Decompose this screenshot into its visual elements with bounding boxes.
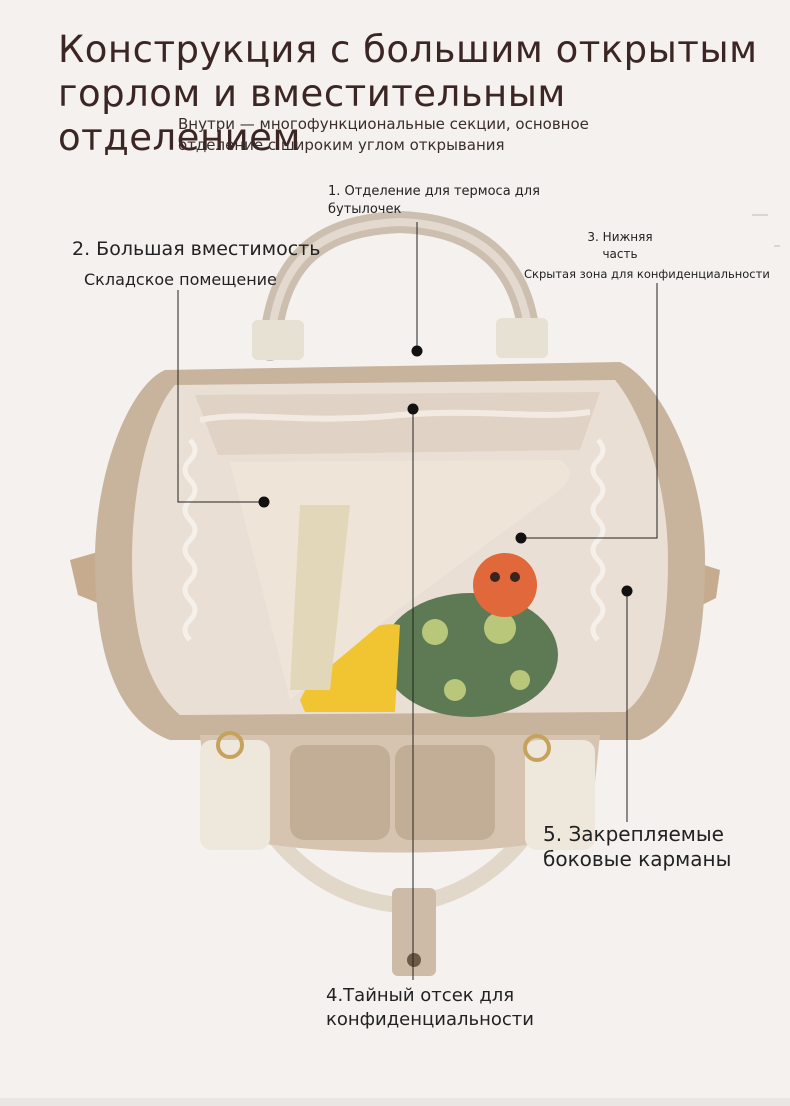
- subtitle-line-1: Внутри — многофункциональные секции, осн…: [178, 115, 589, 133]
- callout-dot-3: [515, 532, 527, 544]
- callout-1-label: 1. Отделение для термоса для бутылочек: [328, 183, 568, 219]
- callout-dot-5: [621, 585, 633, 597]
- callout-5-label: 5. Закрепляемые боковые карманы: [543, 822, 773, 872]
- page-title: Конструкция с большим открытым горлом и …: [58, 28, 778, 160]
- handle-tab-left: [252, 320, 304, 360]
- title-line-2: горлом и вместительным отделением: [58, 72, 566, 159]
- bottom-divider: [0, 1098, 790, 1106]
- callout-dot-1: [411, 345, 423, 357]
- yellow-toy: [300, 624, 400, 712]
- green-toy: [382, 593, 558, 717]
- front-pocket-right: [395, 745, 495, 840]
- title-line-1: Конструкция с большим открытым: [58, 28, 758, 71]
- callout-dot-4: [407, 403, 419, 415]
- callout-dot-2: [258, 496, 270, 508]
- callout-1-line-2: бутылочек: [328, 202, 402, 217]
- callout-3-line-1: 3. Нижняя: [587, 230, 653, 244]
- front-pocket-left: [290, 745, 390, 840]
- hang-loop: [392, 888, 436, 976]
- callout-4-line-2: конфиденциальности: [326, 1009, 534, 1030]
- subtitle-line-2: отделение с широким углом открывания: [178, 136, 505, 154]
- handle-tab-right: [496, 318, 548, 358]
- callout-1-line-1: 1. Отделение для термоса для: [328, 184, 540, 199]
- orange-toy: [473, 553, 537, 617]
- callout-3-line-2: часть: [602, 247, 638, 261]
- page-subtitle: Внутри — многофункциональные секции, осн…: [178, 114, 698, 156]
- callout-5-line-2: боковые карманы: [543, 847, 732, 871]
- top-inner-pocket: [195, 392, 600, 455]
- callout-3-subtitle: Скрытая зона для конфиденциальности: [524, 267, 770, 281]
- callout-4-label: 4.Тайный отсек для конфиденциальности: [326, 984, 626, 1032]
- callout-3-label: 3. Нижняя часть: [520, 229, 720, 263]
- callout-2-title: 2. Большая вместимость: [72, 238, 321, 260]
- callout-5-line-1: 5. Закрепляемые: [543, 822, 724, 846]
- callout-2-subtitle: Складское помещение: [84, 270, 277, 289]
- callout-4-line-1: 4.Тайный отсек для: [326, 985, 515, 1006]
